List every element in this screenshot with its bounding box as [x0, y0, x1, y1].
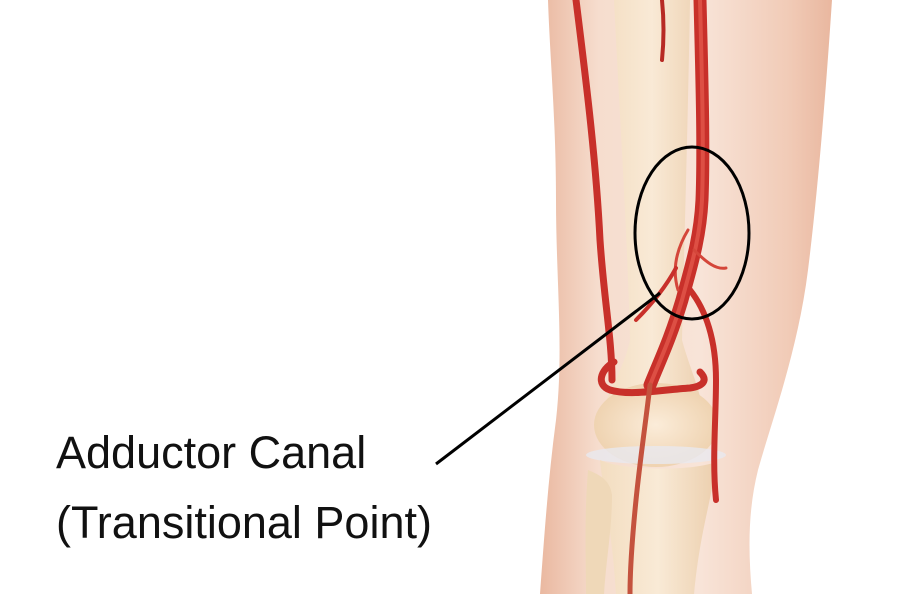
femur: [599, 0, 705, 461]
fibula: [585, 470, 612, 594]
lateral-branch: [687, 287, 720, 503]
knee-joint: [594, 383, 718, 467]
descending-branch: [572, 0, 616, 384]
popliteal-artery: [627, 382, 653, 594]
caption-subtitle: (Transitional Point): [56, 497, 432, 548]
caption-title: Adductor Canal: [56, 427, 367, 478]
annotation-circle: [633, 145, 751, 321]
annotation-leader-line: [435, 291, 661, 466]
arteries: [572, 0, 728, 594]
genicular-loop: [597, 358, 708, 397]
joint-space: [586, 446, 726, 464]
